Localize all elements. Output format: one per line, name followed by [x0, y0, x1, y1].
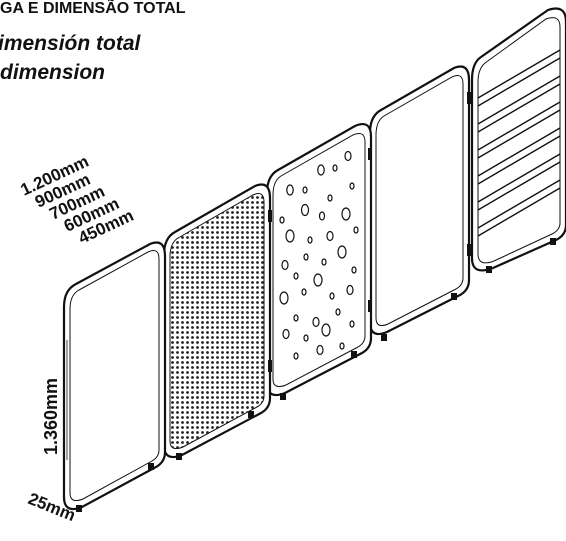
height-label: 1.360mm [41, 378, 61, 455]
foot [550, 238, 556, 245]
foot [486, 266, 492, 273]
slats [477, 49, 561, 237]
hinge [368, 148, 372, 160]
foot [76, 505, 82, 512]
foot [248, 411, 254, 418]
hinge [467, 244, 471, 256]
title-line-1: GA E DIMENSÃO TOTAL [0, 0, 186, 17]
hinge [268, 360, 272, 372]
panel-round-holes [265, 122, 373, 400]
foot [176, 453, 182, 460]
foot [351, 351, 357, 358]
hinge [268, 210, 272, 222]
panel-plain-back [368, 65, 471, 341]
title-line-3: dimension [0, 61, 106, 84]
panel-pegboard [162, 183, 272, 460]
foot [280, 393, 286, 400]
foot [381, 334, 387, 341]
foot [148, 463, 154, 470]
width-dimensions: 1.200mm 900mm 700mm 600mm 450mm [18, 152, 137, 248]
title-line-2: imensión total [0, 32, 141, 55]
panel-plain-front [62, 241, 167, 512]
foot [451, 293, 457, 300]
hinge [467, 92, 471, 104]
holes [279, 150, 359, 360]
hinge [368, 300, 372, 312]
panel-slatted [470, 7, 566, 273]
